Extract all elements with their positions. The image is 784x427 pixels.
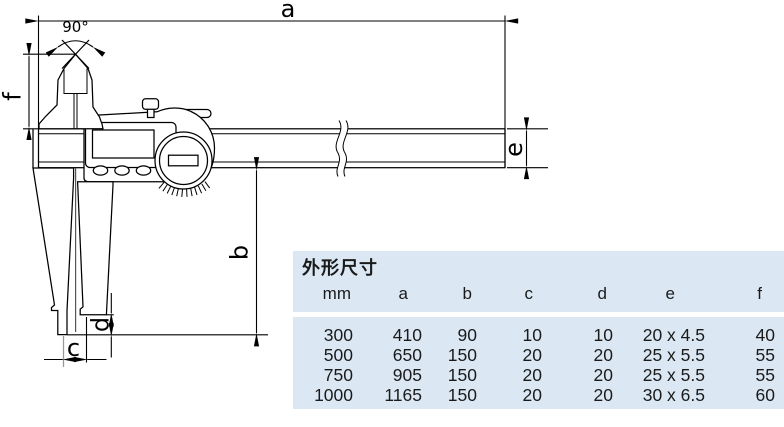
thumb-roller[interactable] bbox=[154, 131, 213, 190]
slider-body bbox=[83, 98, 216, 197]
column-header-f: f bbox=[757, 284, 762, 303]
dimensions-table: 外形尺寸 mm a b c d e f 300 410 90 10 10 20 … bbox=[293, 251, 784, 409]
table-row: 750 905 150 20 20 25 x 5.5 55 bbox=[293, 365, 784, 385]
cell-a: 905 bbox=[392, 365, 422, 385]
dimension-d: d bbox=[87, 293, 115, 358]
cell-size: 500 bbox=[323, 345, 353, 365]
lock-screw bbox=[141, 98, 160, 110]
angle-label: 90° bbox=[62, 18, 89, 36]
beam-break-symbol bbox=[335, 120, 349, 177]
cell-size: 750 bbox=[323, 365, 353, 385]
cell-a: 410 bbox=[392, 325, 422, 345]
sliding-lower-jaw bbox=[76, 181, 114, 316]
cell-f: 55 bbox=[755, 365, 775, 385]
table-row: 500 650 150 20 20 25 x 5.5 55 bbox=[293, 345, 784, 365]
dim-label-b: b bbox=[226, 245, 254, 260]
cell-f: 55 bbox=[755, 345, 775, 365]
table-header-row: mm a b c d e f bbox=[293, 284, 784, 306]
column-header-d: d bbox=[597, 284, 607, 303]
cell-c: 20 bbox=[522, 365, 542, 385]
dim-label-a: a bbox=[281, 0, 296, 23]
column-header-e: e bbox=[665, 284, 675, 303]
table-separator bbox=[293, 312, 784, 317]
cell-d: 20 bbox=[593, 365, 613, 385]
dimension-angle-90: 90° bbox=[45, 18, 106, 57]
column-header-b: b bbox=[462, 284, 472, 303]
dimension-e: e bbox=[500, 117, 548, 180]
table-title: 外形尺寸 bbox=[302, 258, 378, 278]
table-row: 300 410 90 10 10 20 x 4.5 40 bbox=[293, 325, 784, 345]
cell-d: 20 bbox=[593, 385, 613, 405]
column-header-c: c bbox=[524, 284, 534, 303]
display-button[interactable] bbox=[92, 165, 109, 176]
dimension-c: c bbox=[44, 317, 107, 367]
cell-b: 150 bbox=[447, 385, 477, 405]
dimension-b: b bbox=[67, 157, 268, 347]
cell-b: 150 bbox=[447, 345, 477, 365]
cell-a: 650 bbox=[392, 345, 422, 365]
cell-d: 20 bbox=[593, 345, 613, 365]
cell-b: 90 bbox=[457, 325, 477, 345]
display-window bbox=[91, 129, 155, 159]
cell-size: 300 bbox=[323, 325, 353, 345]
upper-knife-edge-jaw bbox=[32, 39, 104, 168]
cell-f: 40 bbox=[755, 325, 775, 345]
dim-label-e: e bbox=[500, 142, 528, 157]
cell-size: 1000 bbox=[314, 385, 353, 405]
dimension-a: a bbox=[25, 0, 519, 168]
table-row: 1000 1165 150 20 20 30 x 6.5 60 bbox=[293, 385, 784, 405]
caliper-technical-drawing: a 90° f e b d c bbox=[0, 0, 548, 367]
table-body: 300 410 90 10 10 20 x 4.5 40 500 650 150… bbox=[293, 325, 784, 405]
cell-e: 25 x 5.5 bbox=[642, 345, 705, 365]
column-header-a: a bbox=[398, 284, 408, 303]
cell-c: 10 bbox=[522, 325, 542, 345]
cell-f: 60 bbox=[755, 385, 775, 405]
thumb-roller-serrations bbox=[158, 181, 211, 197]
dim-label-c: c bbox=[67, 334, 80, 362]
dim-label-d: d bbox=[87, 317, 115, 332]
cell-e: 20 x 4.5 bbox=[642, 325, 705, 345]
display-button[interactable] bbox=[114, 165, 130, 176]
cell-e: 30 x 6.5 bbox=[642, 385, 705, 405]
fixed-lower-jaw bbox=[32, 167, 75, 336]
cell-e: 25 x 5.5 bbox=[642, 365, 705, 385]
cell-c: 20 bbox=[522, 345, 542, 365]
cell-d: 10 bbox=[593, 325, 613, 345]
column-header-mm: mm bbox=[322, 284, 351, 303]
cell-b: 150 bbox=[447, 365, 477, 385]
dim-label-f: f bbox=[0, 92, 27, 101]
cell-a: 1165 bbox=[384, 385, 422, 405]
cell-c: 20 bbox=[522, 385, 542, 405]
dimension-f: f bbox=[0, 43, 76, 141]
display-button[interactable] bbox=[135, 165, 152, 176]
